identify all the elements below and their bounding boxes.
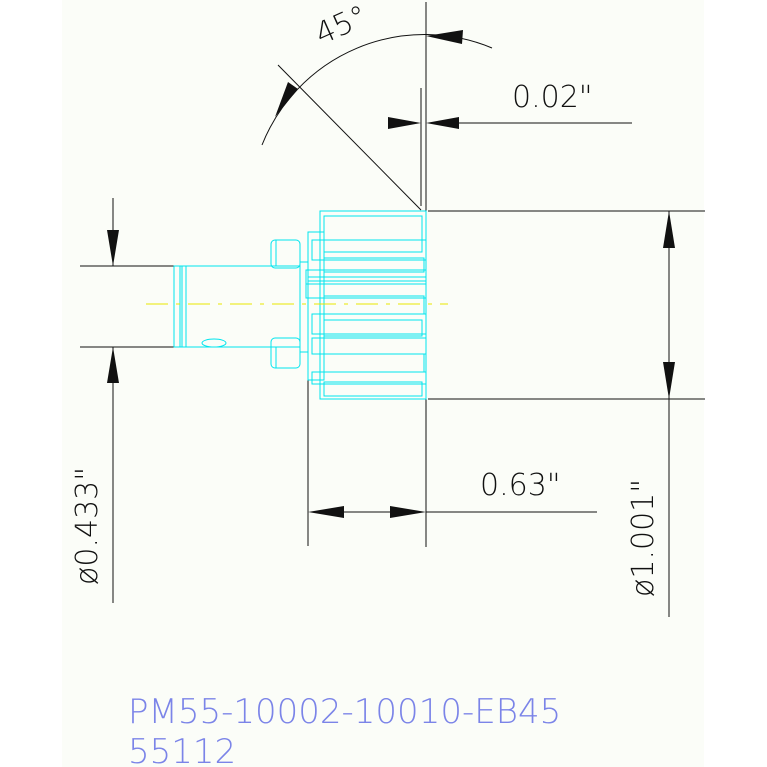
chamfer-dimension-label: 0.02": [512, 80, 593, 115]
shaft-body: [179, 265, 301, 348]
length-arrow-left: [308, 506, 344, 518]
angle-label: 45°: [310, 0, 373, 52]
gear-tooth-5: [323, 353, 425, 373]
length-dimension-label: 0.63": [480, 468, 561, 503]
gear-arrow-bottom: [663, 362, 675, 399]
hub-bottom: [270, 337, 301, 369]
gear-tooth-3: [323, 295, 425, 315]
arrowheads: [107, 30, 675, 518]
gear-arrow-top: [663, 211, 675, 248]
gear-tooth-6: [323, 381, 423, 397]
chamfer-arrow-left: [388, 117, 421, 129]
gear-diameter-label: ø1.001": [626, 479, 661, 597]
shaft-arrow-top: [107, 230, 119, 266]
angle-arrow-left: [275, 82, 298, 117]
gear-body: [319, 210, 427, 400]
pinion-gear-part: [173, 210, 427, 400]
gear-face: [307, 231, 325, 381]
gear-tooth-2: [323, 257, 425, 273]
length-arrow-right: [390, 506, 426, 518]
hub-flange: [299, 261, 309, 353]
shaft-diameter-label: ø0.433": [70, 467, 105, 585]
shaft-arrow-bottom: [107, 347, 119, 383]
angle-construction-line: [277, 64, 422, 211]
hub-top: [270, 239, 301, 269]
part-number: PM55-10002-10010-EB45: [128, 692, 561, 732]
shaft-cross-hole: [201, 338, 227, 348]
shaft-end-cap: [173, 265, 183, 348]
gear-tooth-1: [323, 215, 423, 253]
angle-arrow-right: [426, 30, 463, 44]
gear-tooth-4: [323, 319, 423, 337]
chamfer-arrow-right: [426, 117, 459, 129]
part-code: 55112: [128, 732, 236, 767]
